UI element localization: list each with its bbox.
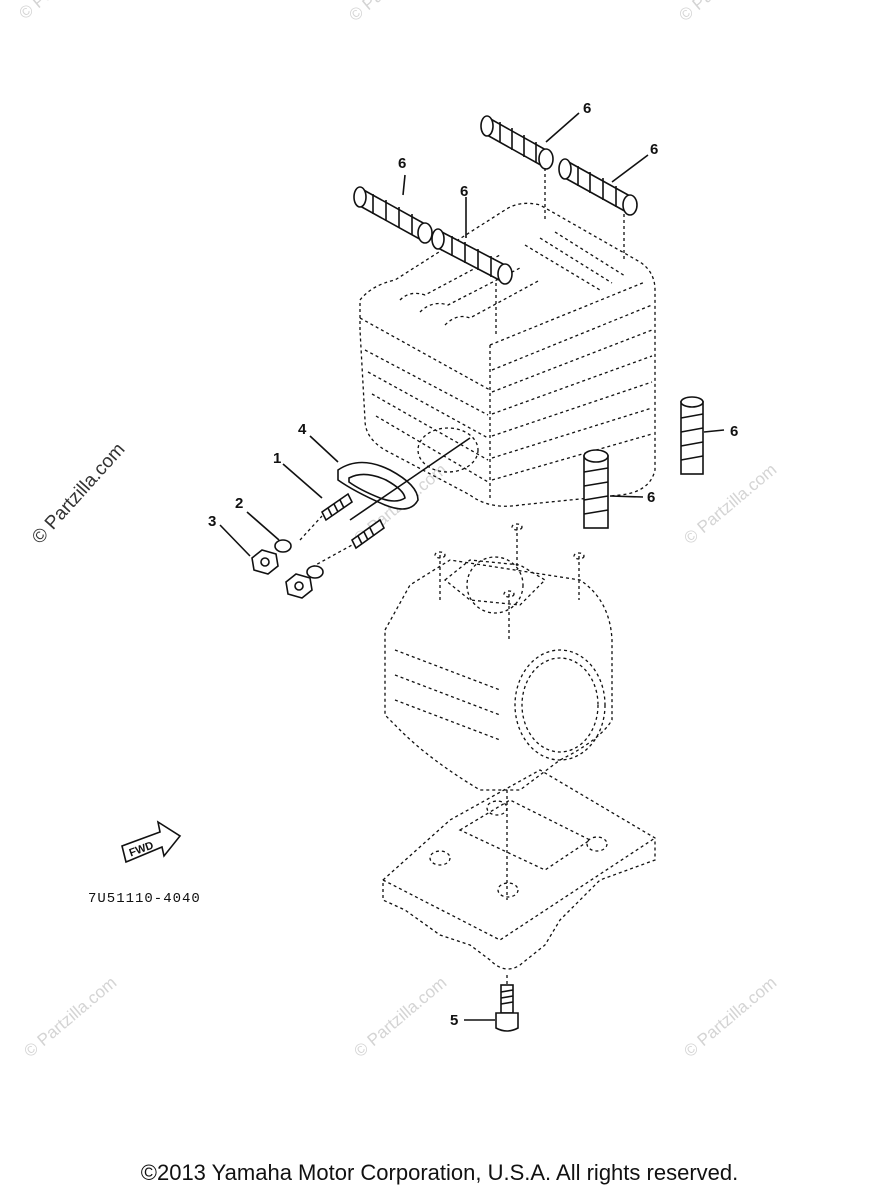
rubber-dampers [353,115,704,529]
damper-e [680,396,704,475]
damper-a [480,115,554,170]
watermark-top-right: © Partzilla.com [675,0,775,25]
callout-3: 3 [208,513,216,530]
callout-6-left: 6 [398,155,406,172]
fasteners [251,437,471,599]
callout-6-top-right: 6 [650,141,658,158]
part-code: 7U51110-4040 [88,891,201,907]
callout-4: 4 [298,421,307,438]
callout-6-lower: 6 [647,489,655,506]
nut-lower [285,573,313,599]
callouts: 6 6 6 6 6 6 4 1 2 3 5 [208,100,738,1029]
stud-1 [320,492,354,522]
leader-lines [219,112,725,1021]
callout-6-top: 6 [583,100,591,117]
callout-5: 5 [450,1012,458,1029]
damper-f [583,449,609,529]
stud-2 [350,518,386,550]
nut-upper [251,549,279,575]
damper-d [431,228,513,285]
cylinder-block-illustration [384,523,613,900]
washer-lower [306,565,324,579]
callout-2: 2 [235,495,243,512]
watermark-low-left: © Partzilla.com [20,973,120,1061]
block-studs [434,523,585,640]
damper-c [353,186,433,244]
fwd-arrow-icon: FWD [121,820,182,864]
washer-upper [274,539,292,553]
base-bracket-illustration [382,769,656,1020]
copyright-notice: ©2013 Yamaha Motor Corporation, U.S.A. A… [140,1160,739,1185]
watermark-top-left: © Partzilla.com [15,0,115,23]
callout-1: 1 [273,450,281,467]
watermark-low-center: © Partzilla.com [350,973,450,1061]
watermark-low-right: © Partzilla.com [680,973,780,1061]
callout-6-right: 6 [730,423,738,440]
callout-6-center: 6 [460,183,468,200]
bolt-5 [495,984,519,1032]
damper-b [558,158,638,216]
cylinder-head-illustration [359,202,656,507]
watermark-side: © Partzilla.com [28,439,129,548]
watermark-top-center: © Partzilla.com [345,0,445,25]
